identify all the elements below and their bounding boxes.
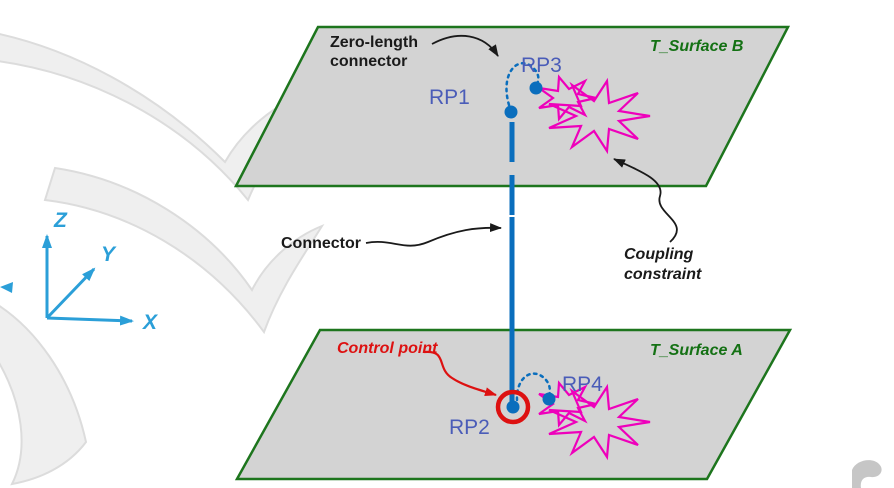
surface-b-label: T_Surface B: [650, 38, 743, 55]
control-point-leader-arrow: [423, 350, 497, 397]
zero-length-label-line1: Zero-length: [330, 34, 418, 51]
background-swoosh-3: [0, 305, 88, 486]
zero-length-leader-arrow: [431, 34, 499, 57]
rp3-label: RP3: [521, 54, 562, 77]
axis-x-label: X: [142, 311, 159, 334]
coordinate-triad: Z Y X: [0, 209, 159, 334]
control-point-label: Control point: [337, 340, 438, 357]
zero-length-connector-arc-top: [505, 62, 540, 107]
rp4-marker: [542, 392, 556, 406]
coupling-label-line2: constraint: [624, 266, 702, 283]
corner-glyph: [852, 460, 882, 488]
coupling-burst-large-top: [548, 77, 651, 155]
rp4-label: RP4: [562, 373, 603, 396]
axis-y: [45, 267, 96, 320]
axis-y-label: Y: [101, 243, 117, 266]
rp2-marker: [506, 400, 520, 414]
background-swooshes: [0, 33, 325, 486]
coupling-burst-large-bottom: [548, 383, 651, 461]
axis-x: [46, 315, 134, 326]
surface-a-label: T_Surface A: [650, 342, 743, 359]
zero-length-label-line2: connector: [330, 53, 407, 70]
coupling-label-line1: Coupling: [624, 246, 694, 263]
connector-label: Connector: [281, 235, 361, 252]
coupling-burst-small-top: [538, 74, 597, 122]
control-point-ring: [495, 389, 531, 425]
rp3-marker: [529, 81, 543, 95]
background-swoosh-2: [43, 166, 325, 335]
zero-length-connector-arc-bottom: [515, 372, 552, 402]
coupling-constraint-icon-top: [538, 74, 651, 155]
axis-z-label: Z: [53, 209, 68, 232]
rp2-label: RP2: [449, 416, 490, 439]
left-edge-arrow-fragment: [0, 282, 13, 293]
connector-leader-arrow: [365, 223, 502, 247]
coupling-leader-arrow: [613, 158, 678, 243]
rp1-marker: [504, 105, 518, 119]
rp1-label: RP1: [429, 86, 470, 109]
